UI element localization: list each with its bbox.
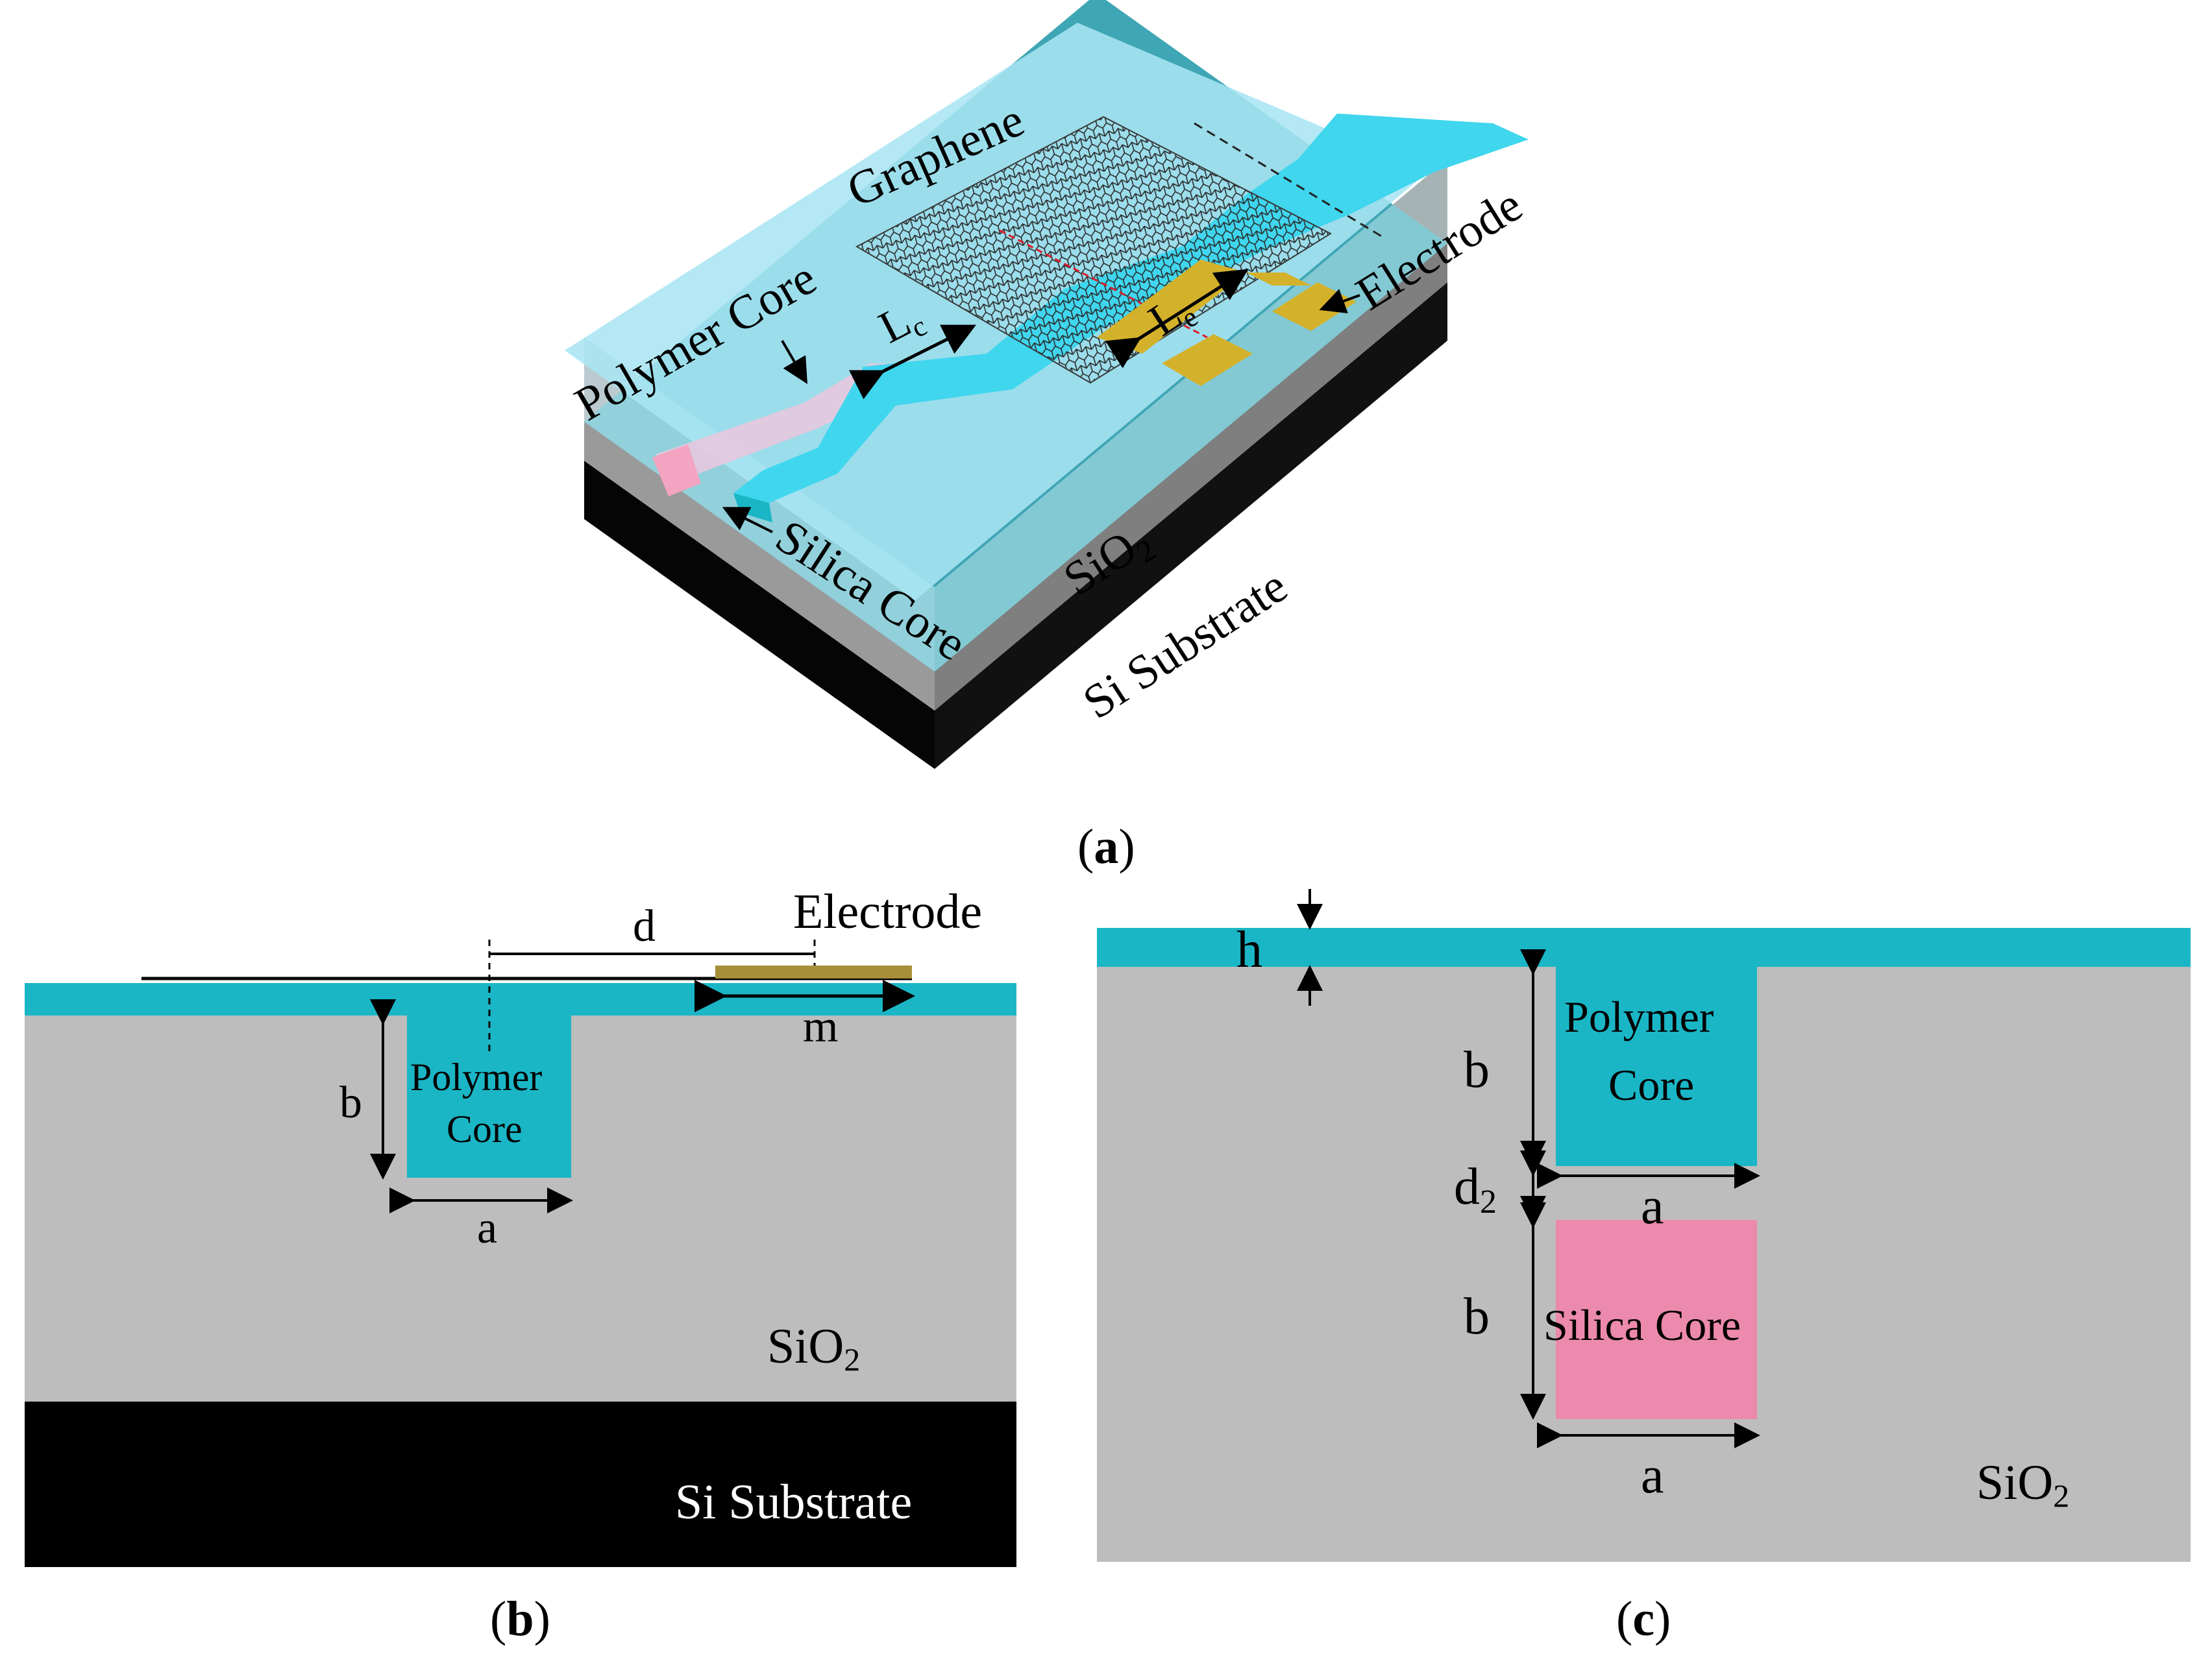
m-label-b: m [803, 1002, 838, 1052]
polymer-layer-c [1097, 928, 2191, 1166]
lc-arrow [849, 324, 976, 400]
b-label-c-bottom: b [1464, 1288, 1490, 1345]
a-label-c-bottom: a [1641, 1447, 1664, 1504]
polymer-core-pointer [781, 339, 808, 384]
graphene-sheet [855, 116, 1333, 384]
caption-b: (b) [490, 1592, 550, 1646]
caption-c: (c) [1616, 1592, 1671, 1646]
silica-core-pointer [722, 507, 773, 533]
si-substrate-right [935, 282, 1447, 769]
silica-core-label-c: Silica Core [1543, 1300, 1741, 1350]
d-label-b: d [633, 901, 656, 951]
si-substrate-b [25, 1402, 1016, 1567]
panel-a-3d-device: Graphene Polymer Core Electrode Silica C… [565, 0, 1531, 874]
le-arrow [1105, 269, 1249, 369]
polymer-core-label-b-line1: Polymer [410, 1056, 542, 1099]
panel-b-cross-section: Electrode d m b a Polymer Core SiO2 Si S… [25, 884, 1016, 1646]
si-substrate-front [584, 461, 935, 769]
electrode-pointer [1319, 289, 1360, 313]
silica-core-end [652, 444, 701, 496]
b-label-c-top: b [1464, 1041, 1490, 1099]
panel-c-cross-section: h b d2 b a a Polymer Core Silica Core Si… [1097, 889, 2191, 1646]
sio2-label-c: SiO2 [1976, 1455, 2069, 1514]
polymer-core-label-c-line2: Core [1608, 1060, 1694, 1110]
silica-core-c [1556, 1220, 1757, 1419]
polymer-layer-b [25, 983, 1016, 1178]
sio2-label-b: SiO2 [767, 1319, 860, 1378]
electrode-label-b: Electrode [793, 884, 982, 939]
d2-label-c: d2 [1454, 1158, 1497, 1221]
a-label-b: a [477, 1203, 497, 1253]
polymer-core-label-c-line1: Polymer [1564, 992, 1714, 1041]
electrode-link [1246, 273, 1311, 286]
electrode-b [715, 966, 912, 979]
h-label-c: h [1236, 921, 1262, 979]
b-label-b: b [339, 1078, 362, 1128]
graphene-center-line [999, 229, 1208, 339]
caption-a: (a) [1077, 820, 1135, 874]
polymer-core-label-b-line2: Core [447, 1108, 522, 1150]
si-substrate-label-b: Si Substrate [675, 1475, 912, 1529]
section-cut-dashed-line [1194, 122, 1383, 238]
polymer-core-end-face [733, 493, 772, 522]
a-label-c-top: a [1641, 1178, 1664, 1235]
